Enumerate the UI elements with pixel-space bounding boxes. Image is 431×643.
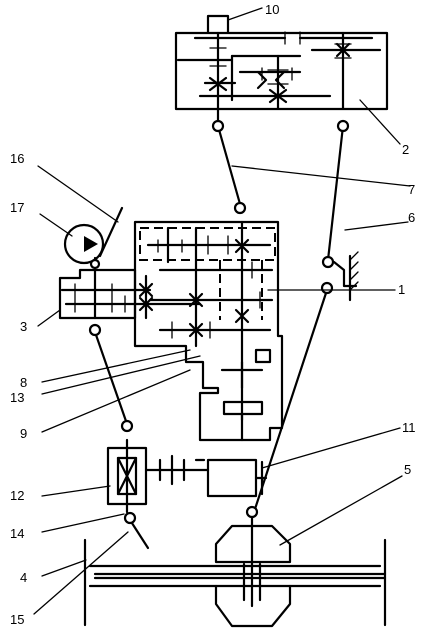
transfer-gearbox-1 — [133, 220, 284, 442]
support-bracket — [332, 251, 359, 302]
left-gearbox-3 — [58, 268, 202, 320]
rear-drum-11 — [206, 458, 268, 498]
label-10: 10 — [265, 2, 279, 17]
label-3: 3 — [20, 319, 27, 334]
label-1: 1 — [398, 282, 405, 297]
label-4: 4 — [20, 570, 27, 585]
label-7: 7 — [408, 182, 415, 197]
upper-gearbox-2 — [174, 14, 389, 111]
label-5: 5 — [404, 462, 411, 477]
label-2: 2 — [402, 142, 409, 157]
label-8: 8 — [20, 375, 27, 390]
label-14: 14 — [10, 526, 24, 541]
label-17: 17 — [10, 200, 24, 215]
label-15: 15 — [10, 612, 24, 627]
label-16: 16 — [10, 151, 24, 166]
label-6: 6 — [408, 210, 415, 225]
universal-joints — [88, 119, 350, 525]
label-11: 11 — [402, 420, 416, 435]
label-12: 12 — [10, 488, 24, 503]
drive-axle-5 — [83, 524, 387, 628]
hydraulic-pump-17 — [63, 223, 105, 272]
label-13: 13 — [10, 390, 24, 405]
coupling-12 — [106, 438, 210, 514]
leader-lines — [33, 7, 411, 615]
part-labels: 10 2 16 7 17 6 1 3 8 13 11 9 5 12 14 4 1… — [10, 2, 416, 627]
label-9: 9 — [20, 426, 27, 441]
